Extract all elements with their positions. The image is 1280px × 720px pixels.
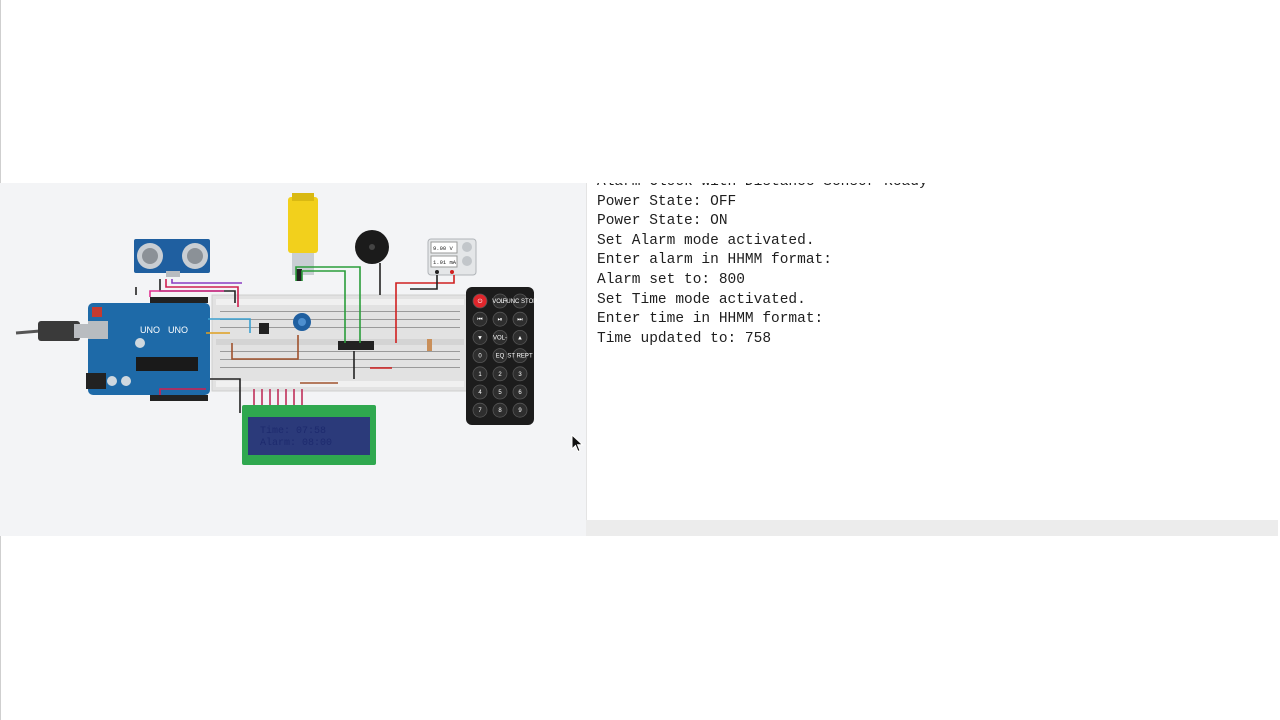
remote-button[interactable] (472, 384, 488, 400)
circuit-diagram: UNO UNO 9.00 V 1.91 mA (15, 193, 537, 465)
remote-button[interactable] (492, 329, 508, 345)
remote-button[interactable] (472, 366, 488, 382)
remote-button-label: 2 (498, 372, 502, 378)
arduino-label: UNO (140, 325, 160, 335)
remote-button[interactable] (512, 348, 528, 364)
usb-cable (15, 321, 90, 341)
serial-line: Enter time in HHMM format: (597, 311, 824, 328)
remote-button[interactable] (472, 348, 488, 364)
remote-button-label: ⏯ (498, 317, 503, 323)
serial-line: Time updated to: 758 (597, 330, 772, 347)
remote-button-label: 7 (478, 408, 482, 414)
remote-button-label: 8 (498, 408, 502, 414)
remote-button-label: ⏭ (517, 317, 523, 323)
remote-button-label: 3 (518, 372, 522, 378)
remote-button[interactable] (492, 402, 508, 418)
serial-monitor-horizontal-scrollbar[interactable] (586, 520, 1278, 536)
remote-button[interactable] (512, 366, 528, 382)
serial-line: Power State: ON (597, 213, 728, 230)
remote-button[interactable] (512, 329, 528, 345)
voltage-reading: 9.00 V (433, 245, 454, 252)
remote-button-label: 0 (478, 354, 482, 360)
serial-line: Alarm Clock with Distance Sensor Ready (597, 183, 928, 193)
remote-button-label: ⏮ (477, 317, 483, 323)
piezo-buzzer[interactable] (355, 230, 389, 264)
remote-button[interactable] (472, 402, 488, 418)
remote-button-label: ▲ (517, 335, 523, 341)
remote-button[interactable] (472, 293, 488, 309)
lcd-display[interactable]: Time: 07:58 Alarm: 08:00 (242, 405, 376, 465)
remote-button-label: FUNC STOP (503, 299, 538, 305)
remote-button-label: 1 (478, 372, 482, 378)
arduino-board[interactable]: UNO UNO (86, 297, 210, 401)
remote-button[interactable] (492, 366, 508, 382)
serial-monitor[interactable]: Alarm Clock with Distance Sensor ReadyPo… (586, 183, 1279, 520)
dc-motor[interactable] (288, 193, 318, 281)
remote-button[interactable] (492, 348, 508, 364)
circuit-simulation-canvas[interactable]: UNO UNO 9.00 V 1.91 mA (0, 183, 586, 536)
serial-output: Alarm Clock with Distance Sensor ReadyPo… (597, 183, 928, 349)
remote-button-label: VOL- (493, 335, 507, 341)
multimeter[interactable]: 9.00 V 1.91 mA (427, 238, 477, 276)
remote-button-label: ▼ (477, 335, 483, 341)
remote-button[interactable] (512, 311, 528, 327)
remote-button[interactable] (492, 384, 508, 400)
ir-receiver[interactable] (259, 323, 269, 334)
lcd-line-1: Time: 07:58 (260, 425, 326, 437)
remote-button[interactable] (472, 311, 488, 327)
serial-line: Enter alarm in HHMM format: (597, 252, 832, 269)
remote-button-label: EQ (496, 354, 505, 360)
remote-button[interactable] (472, 329, 488, 345)
ultrasonic-sensor[interactable] (134, 239, 210, 277)
serial-line: Power State: OFF (597, 193, 737, 210)
remote-button[interactable] (492, 293, 508, 309)
serial-line: Set Time mode activated. (597, 291, 806, 308)
resistor (427, 339, 432, 351)
remote-button-label: 6 (518, 390, 522, 396)
shift-register-ic[interactable] (338, 341, 374, 350)
remote-button[interactable] (512, 384, 528, 400)
wires (135, 263, 455, 413)
remote-button-label: 9 (518, 408, 522, 414)
remote-button-label: 5 (498, 390, 502, 396)
mouse-cursor-icon (571, 434, 584, 453)
current-reading: 1.91 mA (433, 259, 457, 266)
remote-button-label: 4 (478, 390, 482, 396)
svg-text:UNO: UNO (168, 325, 188, 335)
remote-button-label: ⏻ (478, 298, 483, 305)
remote-button[interactable] (512, 293, 528, 309)
remote-button[interactable] (492, 311, 508, 327)
lcd-line-2: Alarm: 08:00 (260, 437, 332, 449)
remote-button-label: VOL+ (492, 299, 508, 305)
serial-line: Set Alarm mode activated. (597, 232, 815, 249)
remote-button[interactable] (512, 402, 528, 418)
serial-line: Alarm set to: 800 (597, 271, 745, 288)
remote-button-label: ST REPT (507, 354, 533, 360)
